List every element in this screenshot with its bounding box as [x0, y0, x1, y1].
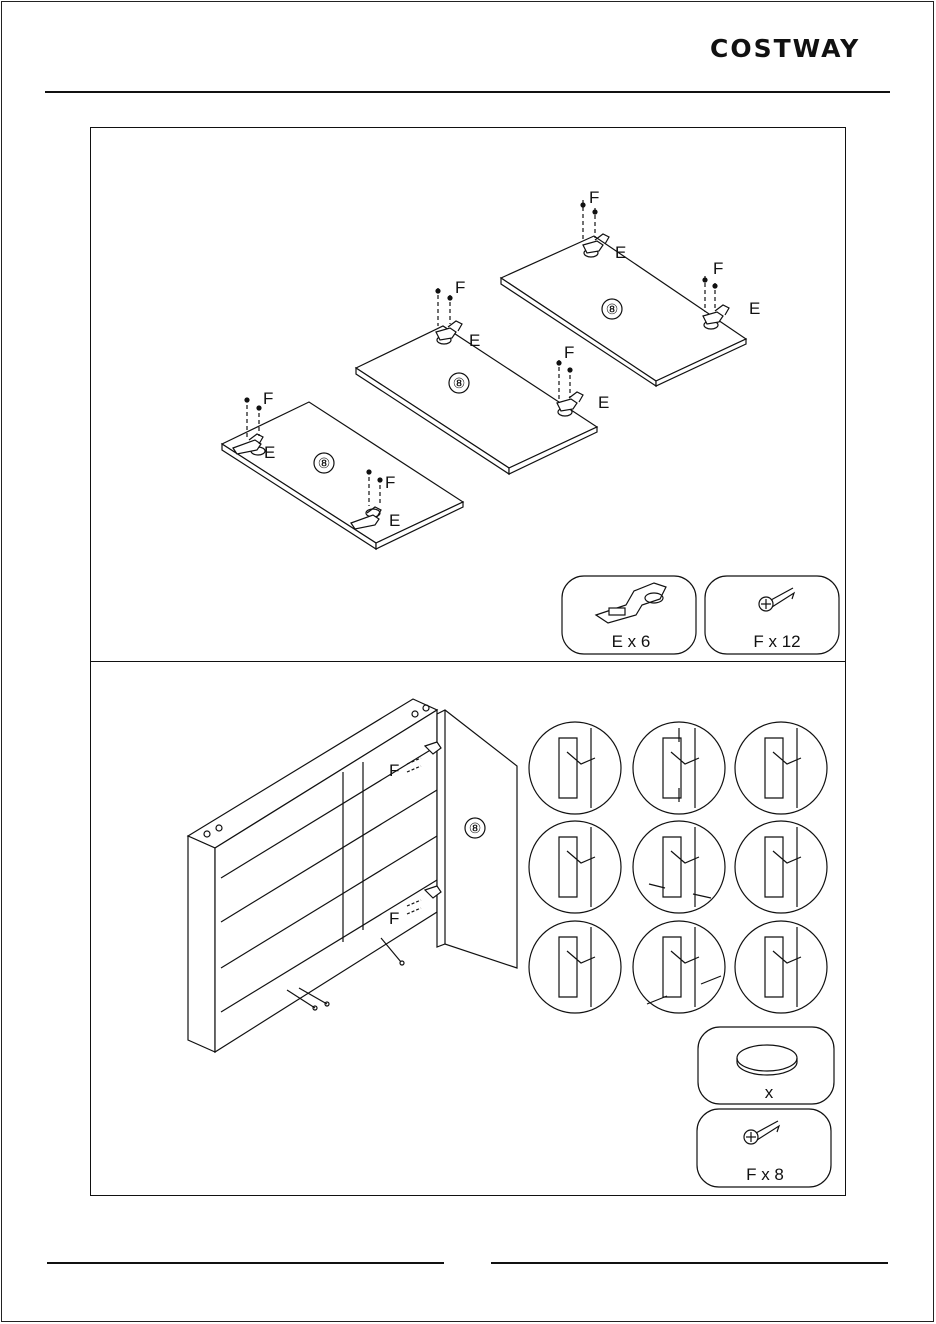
part-box-disc: x — [698, 1027, 834, 1104]
hinge-label: E — [469, 331, 480, 350]
panel-number: ⑧ — [469, 820, 482, 836]
header-rule — [45, 91, 890, 93]
brand-logo: COSTWAY — [710, 34, 860, 63]
screw-label: F — [389, 909, 399, 928]
step-2-panel: ⑧ F F x — [90, 661, 846, 1196]
screw-label: F — [564, 343, 574, 362]
panel-number: ⑧ — [453, 375, 466, 391]
hinge-adjust-detail — [735, 821, 827, 913]
hinge-label: E — [389, 511, 400, 530]
part-label-disc: x — [765, 1083, 774, 1102]
footer-rule-left — [47, 1262, 444, 1264]
hinge-label: E — [264, 443, 275, 462]
screw-label: F — [263, 389, 273, 408]
screw-label: F — [455, 278, 465, 297]
part-box-hinge: E x 6 — [562, 576, 696, 654]
step-2-illustration: ⑧ F F x — [91, 662, 847, 1197]
step-1-illustration: ⑧ F E F E — [91, 128, 847, 663]
hinge-adjust-detail — [633, 722, 725, 814]
cabinet — [188, 699, 437, 1052]
hinge-label: E — [598, 393, 609, 412]
hinge-adjust-details — [529, 722, 827, 1013]
door-panel-3: ⑧ F E F E — [501, 188, 760, 386]
screw-label: F — [389, 761, 399, 780]
screw-icon — [557, 360, 572, 399]
hinge-label: E — [749, 299, 760, 318]
part-label-hinge: E x 6 — [612, 632, 651, 651]
footer-rule-right — [491, 1262, 888, 1264]
hinge-adjust-detail — [633, 821, 725, 913]
screw-label: F — [713, 259, 723, 278]
part-box-screw: F x 8 — [697, 1109, 831, 1187]
part-label-screw: F x 12 — [753, 632, 800, 651]
panel-number: ⑧ — [606, 301, 619, 317]
hinge-adjust-detail — [735, 921, 827, 1013]
screw-label: F — [589, 188, 599, 207]
hinge-adjust-detail — [735, 722, 827, 814]
hinge-adjust-detail — [529, 722, 621, 814]
screw-icon — [436, 288, 452, 326]
hinge-adjust-detail — [529, 921, 621, 1013]
screw-label: F — [385, 473, 395, 492]
screw-icon — [703, 276, 717, 312]
hinge-adjust-detail — [633, 921, 725, 1013]
part-box-screw: F x 12 — [705, 576, 839, 654]
panel-number: ⑧ — [318, 455, 331, 471]
hinge-label: E — [615, 243, 626, 262]
hinge-adjust-detail — [529, 821, 621, 913]
part-label-screw: F x 8 — [746, 1165, 784, 1184]
step-1-panel: ⑧ F E F E — [90, 127, 846, 662]
